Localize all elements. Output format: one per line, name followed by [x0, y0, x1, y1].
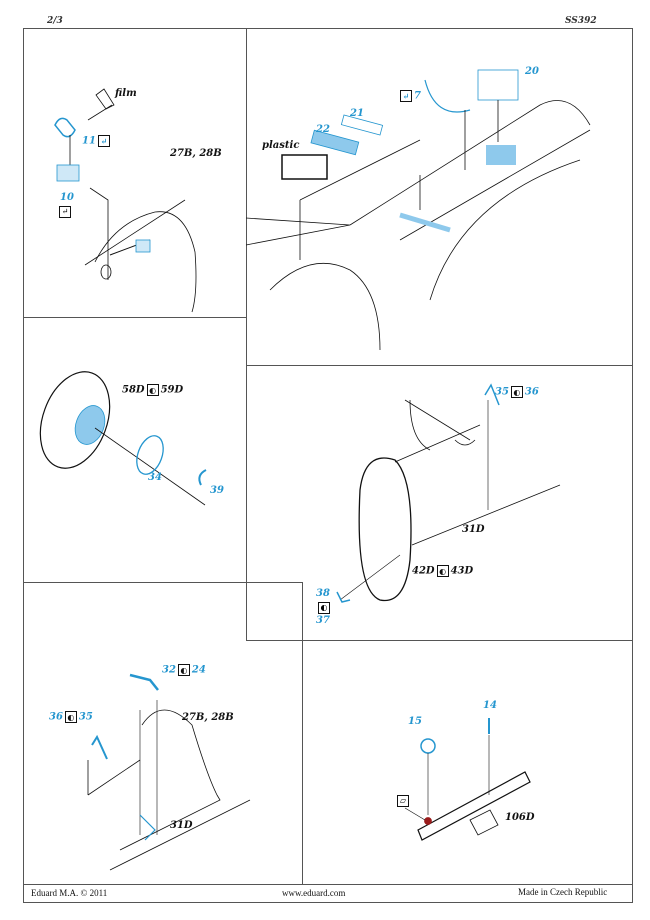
ref-left: 58D	[122, 384, 145, 396]
label-ref-27b-28b: 27B, 28B	[182, 712, 234, 723]
label-part-20: 20	[525, 66, 539, 77]
label-part-34: 34	[148, 472, 162, 483]
part-24: 24	[191, 664, 206, 676]
left-right-icon: ◐	[510, 386, 523, 398]
label-58d-59d: 58D◐59D	[122, 384, 183, 396]
ref-43d: 43D	[450, 565, 474, 577]
panel-d-drawing	[336, 383, 561, 603]
part-number: 7	[414, 90, 421, 102]
wheel	[39, 371, 111, 469]
label-part-22: 22	[316, 124, 330, 135]
left-right-icon: ◐	[436, 565, 449, 577]
part-31-mount	[139, 814, 156, 841]
label-part-15: 15	[408, 716, 422, 727]
footer-bar	[23, 884, 633, 903]
part-35: 35	[78, 711, 93, 723]
part-15	[420, 738, 436, 754]
label-part-14: 14	[483, 700, 497, 711]
part-38	[336, 591, 351, 603]
label-part-37: 37	[316, 615, 330, 626]
cowling	[358, 457, 412, 602]
part-11	[54, 117, 76, 138]
part-34	[136, 435, 164, 475]
ref-right: 59D	[160, 384, 184, 396]
set-code: SS392	[565, 16, 597, 26]
label-part-21: 21	[350, 108, 364, 119]
left-right-icon: ◐	[318, 602, 330, 614]
left-right-icon: ◐	[146, 384, 159, 396]
part-32: 32	[162, 664, 176, 676]
label-35-36: 35◐36	[495, 386, 539, 398]
footer-origin: Made in Czech Republic	[518, 887, 608, 897]
part-number: 11	[82, 135, 96, 147]
bend-icon: ↵	[400, 90, 412, 102]
part-7	[424, 79, 471, 113]
left-right-icon: ◐	[64, 711, 77, 723]
part-36: 36	[524, 386, 539, 398]
part-22	[310, 129, 360, 156]
label-31d: 31D	[170, 820, 193, 831]
label-ref-27b-28b: 27B, 28B	[170, 148, 222, 159]
part-39	[198, 469, 207, 486]
film-part	[95, 88, 115, 110]
part-36	[91, 734, 108, 760]
part-35	[484, 383, 500, 406]
arrow	[87, 104, 113, 121]
part-35: 35	[495, 386, 509, 398]
label-part-38: 38	[316, 588, 330, 599]
left-right-icon: ◐	[177, 664, 190, 676]
part-10	[56, 164, 80, 182]
footer-url[interactable]: www.eduard.com	[282, 888, 346, 898]
label-part-39: 39	[210, 485, 224, 496]
part-21	[340, 114, 384, 136]
ref-42d: 42D	[412, 565, 435, 577]
label-42d-43d: 42D◐43D	[412, 565, 473, 577]
label-part-11: 11↵	[82, 135, 112, 147]
panel-a-drawing	[54, 88, 197, 313]
label-36-35: 36◐35	[49, 711, 93, 723]
part-36: 36	[49, 711, 63, 723]
label-31d: 31D	[462, 524, 485, 535]
panel-e-drawing	[87, 673, 251, 871]
label-part-7: ↵7	[398, 90, 421, 102]
panel-b-drawing	[245, 69, 591, 351]
plastic-part	[281, 154, 328, 180]
part-20	[477, 69, 519, 101]
paint-icon: ▱	[397, 795, 409, 807]
label-part-10: 10	[60, 192, 74, 203]
label-106d: 106D	[505, 812, 535, 823]
bend-icon: ↵	[97, 135, 110, 147]
label-film: film	[115, 88, 137, 99]
part-32	[129, 673, 159, 691]
gun-barrel	[417, 771, 531, 841]
page-number: 2/3	[47, 16, 63, 26]
paint-mark	[424, 817, 432, 825]
label-32-24: 32◐24	[162, 664, 206, 676]
bend-icon: ↵	[59, 206, 71, 218]
label-plastic: plastic	[262, 140, 300, 151]
footer-copyright: Eduard M.A. © 2011	[31, 888, 108, 898]
panel-c-drawing	[39, 371, 207, 506]
panel-f-drawing	[404, 718, 531, 841]
